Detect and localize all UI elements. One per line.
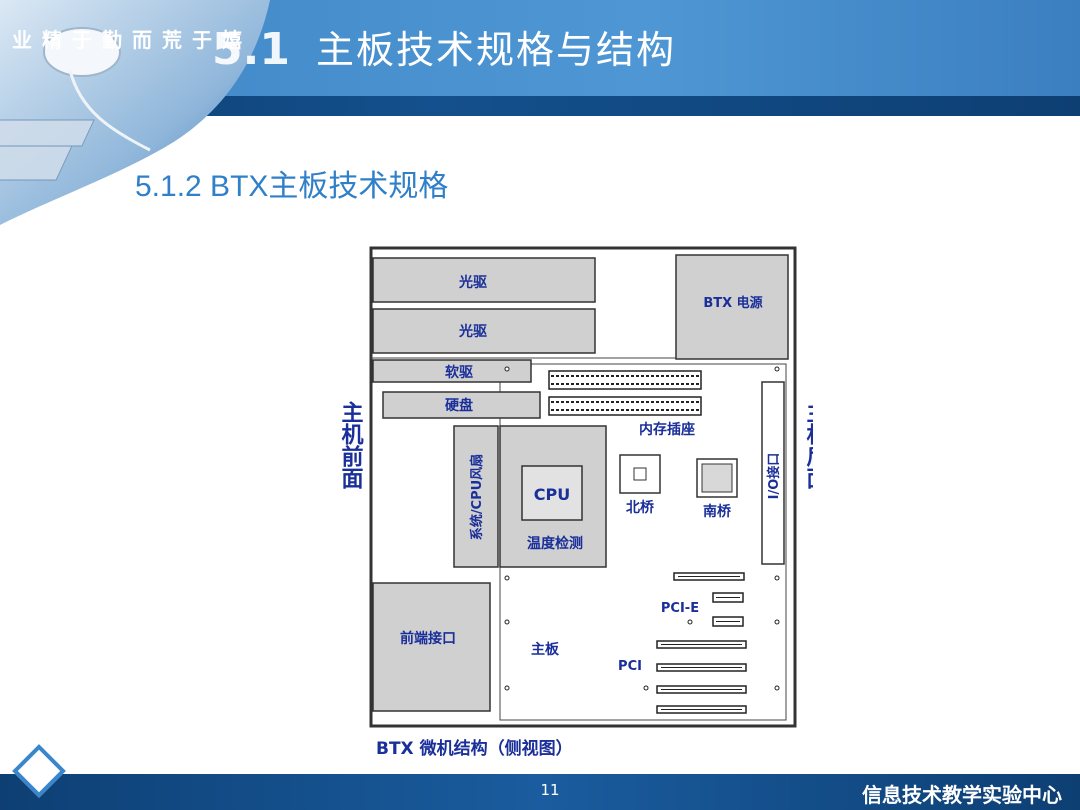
- memory-slots: [548, 370, 702, 416]
- south-bridge-label: 南桥: [703, 503, 732, 520]
- cpu-fan: [453, 425, 499, 568]
- floppy-drive-label: 软驱: [445, 364, 473, 381]
- cpu-label: CPU: [534, 485, 570, 504]
- center-name: 信息技术教学实验中心: [862, 783, 1062, 807]
- slide-title: 主板技术规格与结构: [316, 28, 677, 72]
- rear-side-label: 主机后面: [803, 401, 814, 490]
- slide-subtitle: 5.1.2 BTX主板技术规格: [135, 170, 449, 203]
- motto-text: 业精于勤而荒于嬉: [12, 28, 252, 52]
- io-port-label: I/O接口: [766, 453, 782, 500]
- front-port: [372, 582, 491, 712]
- hard-disk: [382, 391, 541, 419]
- memory-slots-label: 内存插座: [639, 421, 695, 438]
- footer-bar: [0, 774, 1080, 810]
- pci-label: PCI: [618, 659, 642, 674]
- power-supply-label: BTX 电源: [703, 295, 762, 311]
- hard-disk-label: 硬盘: [445, 397, 473, 414]
- pcie-slots: [673, 572, 745, 627]
- front-side-label: 主机前面: [338, 401, 364, 490]
- mounting-holes: [504, 366, 780, 691]
- mouse-decoration-image: [0, 0, 270, 225]
- power-supply: [675, 254, 789, 360]
- north-bridge-core: [633, 467, 647, 481]
- pci-slots: [656, 640, 747, 714]
- floppy-drive: [372, 359, 532, 383]
- cpu-fan-label: 系统/CPU风扇: [469, 454, 485, 540]
- mainboard-label: 主板: [531, 641, 560, 658]
- front-port-label: 前端接口: [400, 630, 456, 647]
- header-stripe: [0, 96, 1080, 116]
- optical-drive-1: [372, 257, 596, 303]
- io-port: [761, 381, 785, 565]
- temperature-label: 温度检测: [527, 535, 583, 552]
- section-number: 5.1: [212, 24, 290, 75]
- page-number: 11: [540, 781, 560, 799]
- north-bridge-label: 北桥: [626, 499, 655, 516]
- btx-structure-diagram: 光驱 光驱 BTX 电源 软驱 硬盘 内存插座 系统/CPU风扇 CPU 温度检…: [338, 246, 814, 759]
- south-bridge-core: [701, 463, 733, 493]
- optical-drive-1-label: 光驱: [458, 274, 487, 291]
- pcie-label: PCI-E: [661, 601, 699, 616]
- cpu-chip: [521, 465, 583, 521]
- optical-drive-2-label: 光驱: [458, 323, 487, 340]
- optical-drive-2: [372, 308, 596, 354]
- diagram-caption: BTX 微机结构（侧视图）: [376, 738, 573, 759]
